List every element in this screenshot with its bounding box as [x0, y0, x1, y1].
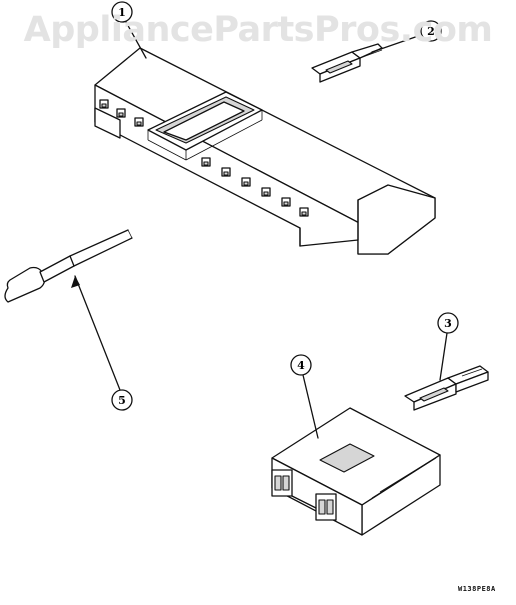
part-1-terminal-block [94, 47, 436, 255]
svg-text:4: 4 [297, 359, 305, 372]
callout-2: 2 [420, 20, 442, 42]
diagram-reference-code: W138PE8A [458, 585, 496, 593]
callout-4: 4 [290, 354, 312, 376]
callout-3: 3 [437, 312, 459, 334]
terminal-slots-right [201, 157, 309, 217]
callout-leaders [71, 21, 448, 439]
callout-1: 1 [111, 1, 133, 23]
terminal-slots-left [99, 99, 144, 127]
callout-5: 5 [111, 389, 133, 411]
svg-text:2: 2 [427, 25, 435, 38]
svg-text:5: 5 [118, 394, 126, 407]
svg-text:3: 3 [444, 317, 452, 330]
part-4-connector-housing [271, 407, 441, 536]
part-3-terminal-connector [404, 365, 489, 411]
svg-text:1: 1 [118, 6, 126, 19]
part-5-sensor-probe [4, 229, 133, 303]
part-2-terminal-clip [311, 43, 383, 83]
